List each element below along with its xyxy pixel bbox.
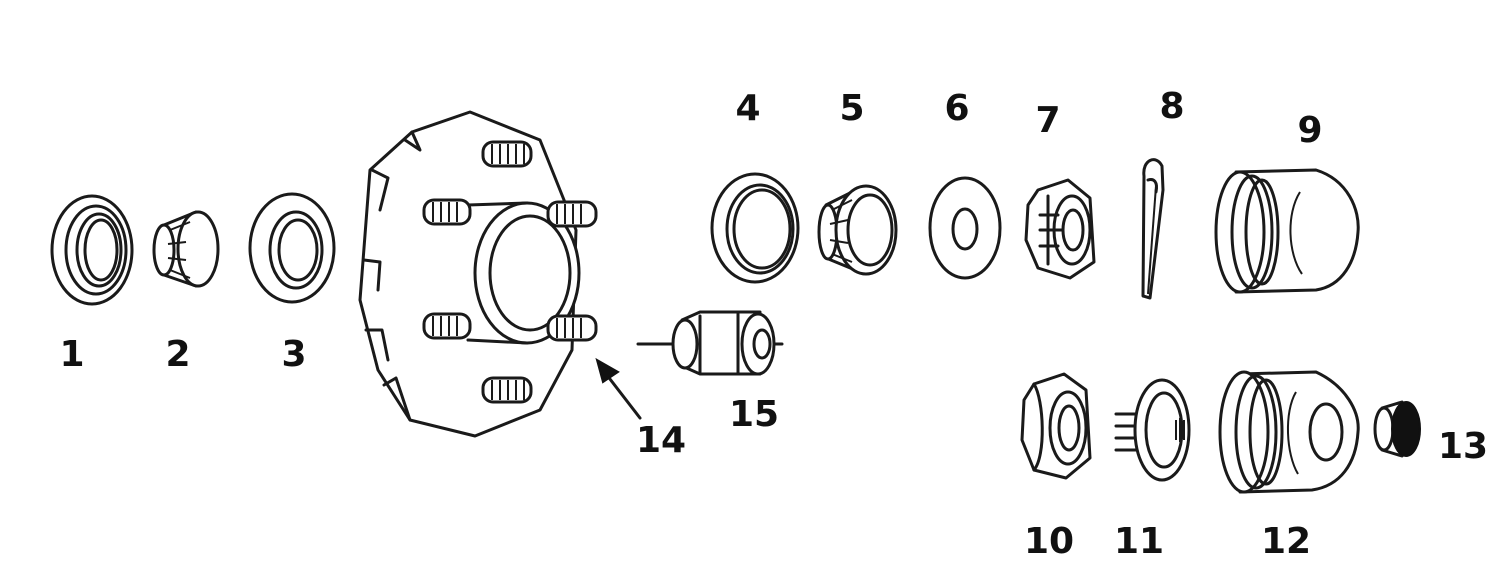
part-label-4: 4: [735, 88, 760, 129]
part-label-6: 6: [944, 88, 969, 129]
part-9-dust-cap: [1214, 168, 1360, 294]
hub-body: [358, 110, 598, 438]
part-label-2: 2: [165, 334, 190, 375]
part-13-rubber-plug: [1373, 400, 1421, 458]
part-label-5: 5: [839, 88, 864, 129]
part-3-grease-seal: [248, 192, 336, 304]
part-label-14: 14: [636, 420, 686, 461]
stud-upper-left: [422, 198, 472, 226]
part-7-castle-nut: [1024, 178, 1096, 280]
part-6-spindle-washer: [928, 176, 1002, 280]
part-label-1: 1: [59, 334, 84, 375]
part-label-12: 12: [1261, 521, 1311, 562]
part-5-outer-bearing-cone: [817, 184, 898, 276]
part-label-13: 13: [1438, 426, 1488, 467]
part-label-10: 10: [1024, 521, 1074, 562]
stud-bottom: [481, 376, 533, 404]
part-12-grease-cap: [1218, 370, 1360, 494]
stud-upper-right: [546, 200, 598, 228]
part-label-11: 11: [1114, 521, 1164, 562]
part-8-cotter-pin: [1141, 158, 1165, 300]
part-11-nut-retainer: [1114, 378, 1191, 482]
part-1-inner-bearing-race: [50, 194, 134, 306]
stud-lower-right: [546, 314, 598, 342]
part-4-outer-bearing-race: [710, 172, 800, 284]
part-label-8: 8: [1159, 86, 1184, 127]
stud-top: [481, 140, 533, 168]
part-14-pointer-arrow: [595, 357, 642, 420]
part-label-9: 9: [1297, 110, 1322, 151]
part-label-7: 7: [1035, 100, 1060, 141]
part-15-lug-nut: [636, 310, 784, 376]
part-label-3: 3: [281, 334, 306, 375]
part-10-spindle-nut: [1020, 372, 1092, 480]
part-label-15: 15: [729, 394, 779, 435]
part-labels: 1 2 3 4 5 6 7 8 9 10 11 12 13 14 15: [59, 86, 1488, 562]
stud-lower-left: [422, 312, 472, 340]
part-2-inner-bearing-cone: [152, 210, 220, 288]
